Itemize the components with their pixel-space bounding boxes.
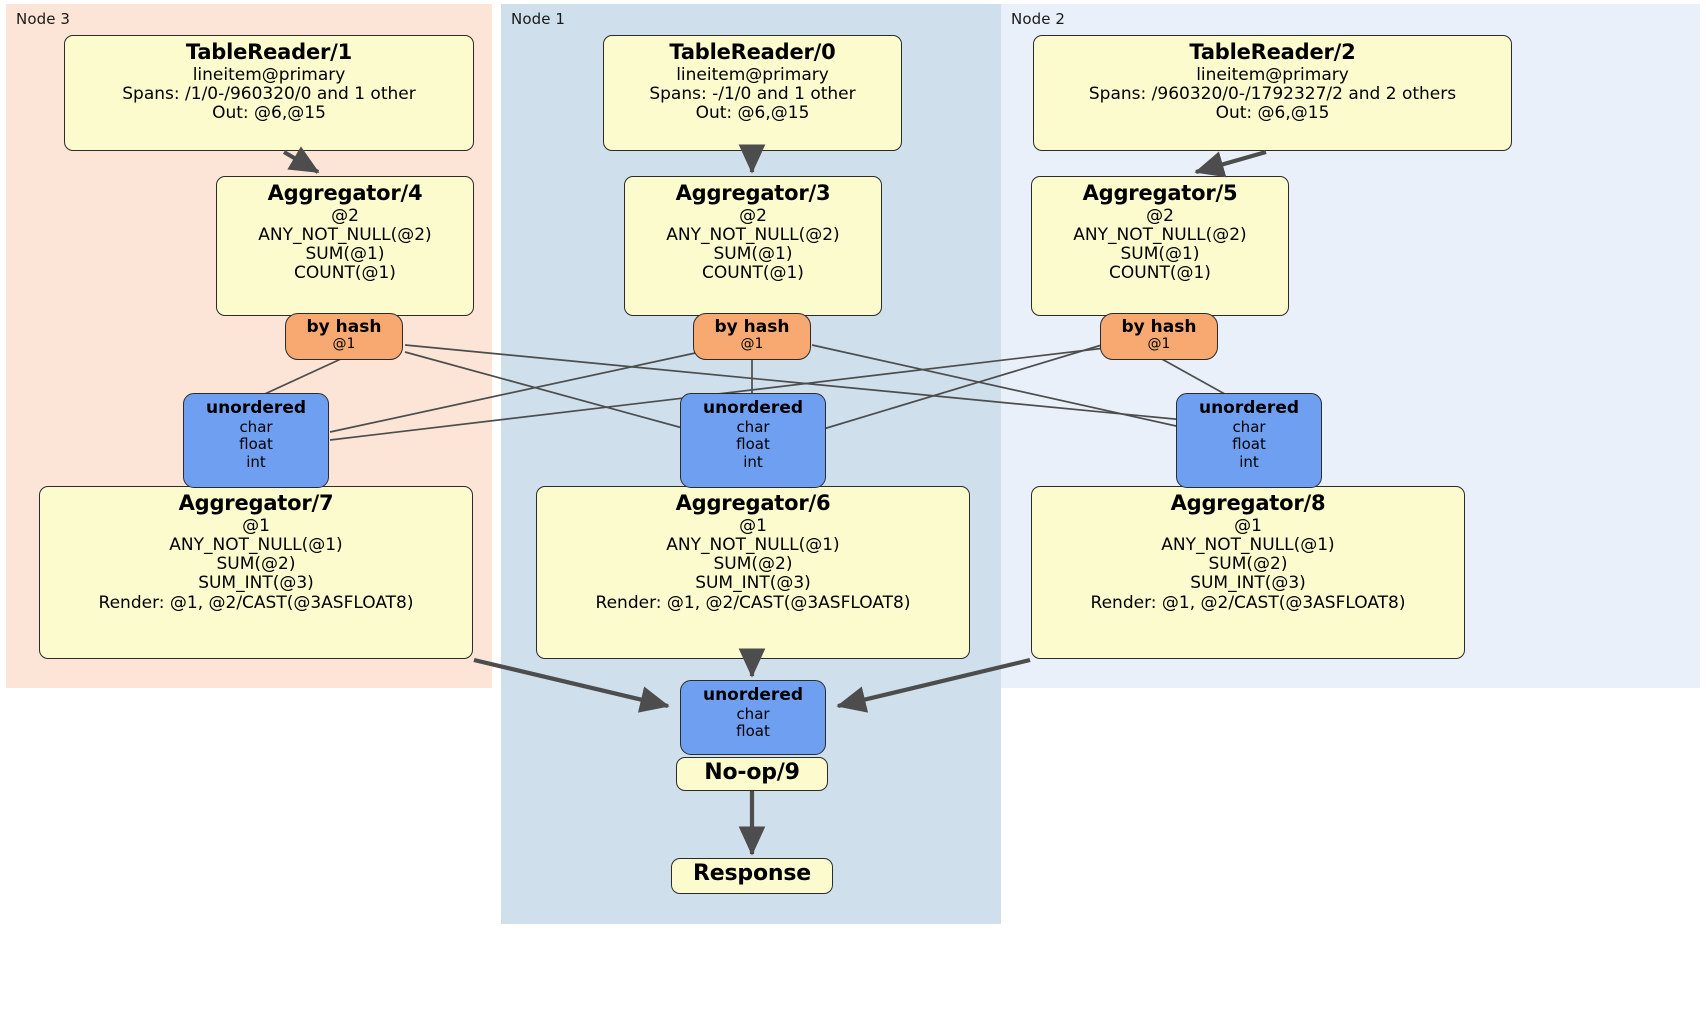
processor-line: Render: @1, @2/CAST(@3ASFLOAT8) [98,592,414,613]
processor-line: @1 [242,515,270,536]
synchronizer-title: unordered [702,685,804,705]
processor-line: COUNT(@1) [294,263,396,284]
processor-aggregator-7[interactable]: Aggregator/7 @1 ANY_NOT_NULL(@1) SUM(@2)… [39,486,473,659]
processor-line: SUM(@2) [216,554,296,575]
processor-line: @2 [1146,205,1174,226]
processor-line: ANY_NOT_NULL(@2) [1073,224,1247,245]
processor-tablereader-0[interactable]: TableReader/0 lineitem@primary Spans: -/… [603,35,902,151]
processor-line: SUM_INT(@3) [695,573,811,594]
processor-line: ANY_NOT_NULL(@1) [1161,534,1335,555]
processor-line: @2 [739,205,767,226]
processor-line: lineitem@primary [676,64,829,85]
processor-line: SUM(@1) [305,244,385,265]
synchronizer-line: int [246,452,266,471]
router-by-hash-aggregator5[interactable]: by hash @1 [1100,313,1218,360]
synchronizer-line: int [1239,452,1259,471]
processor-line: Render: @1, @2/CAST(@3ASFLOAT8) [595,592,911,613]
processor-title: Aggregator/5 [1082,181,1238,205]
synchronizer-line: float [239,435,273,454]
processor-response[interactable]: Response [671,858,833,894]
processor-line: ANY_NOT_NULL(@2) [258,224,432,245]
processor-line: @1 [1234,515,1262,536]
processor-line: ANY_NOT_NULL(@2) [666,224,840,245]
processor-tablereader-1[interactable]: TableReader/1 lineitem@primary Spans: /1… [64,35,474,151]
processor-line: COUNT(@1) [1109,263,1211,284]
synchronizer-title: unordered [205,398,307,418]
router-line: @1 [1147,335,1171,352]
processor-line: SUM(@1) [1120,244,1200,265]
processor-title: Aggregator/4 [267,181,423,205]
processor-line: COUNT(@1) [702,263,804,284]
processor-line: SUM(@1) [713,244,793,265]
processor-title: TableReader/1 [185,40,353,64]
synchronizer-title: unordered [702,398,804,418]
processor-title: Aggregator/6 [675,491,831,515]
synchronizer-unordered-aggregator8[interactable]: unordered char float int [1176,393,1322,488]
processor-title: Aggregator/7 [178,491,334,515]
router-line: @1 [740,335,764,352]
processor-tablereader-2[interactable]: TableReader/2 lineitem@primary Spans: /9… [1033,35,1512,151]
processor-line: lineitem@primary [192,64,346,85]
processor-title: Response [693,861,811,886]
router-title: by hash [714,317,790,337]
processor-line: ANY_NOT_NULL(@1) [666,534,840,555]
router-title: by hash [1121,317,1197,337]
processor-title: Aggregator/3 [675,181,831,205]
router-line: @1 [332,335,356,352]
processor-line: Spans: /1/0-/960320/0 and 1 other [122,83,416,104]
processor-line: SUM(@2) [713,554,793,575]
synchronizer-unordered-aggregator7[interactable]: unordered char float int [183,393,329,488]
synchronizer-line: int [743,452,763,471]
processor-line: lineitem@primary [1196,64,1349,85]
processor-aggregator-4[interactable]: Aggregator/4 @2 ANY_NOT_NULL(@2) SUM(@1)… [216,176,474,316]
processor-title: No-op/9 [704,760,800,785]
processor-line: @2 [331,205,359,226]
synchronizer-unordered-aggregator6[interactable]: unordered char float int [680,393,826,488]
processor-aggregator-5[interactable]: Aggregator/5 @2 ANY_NOT_NULL(@2) SUM(@1)… [1031,176,1289,316]
processor-line: Out: @6,@15 [695,103,810,124]
processor-line: @1 [739,515,767,536]
synchronizer-line: char [1232,418,1266,437]
synchronizer-line: float [1232,435,1266,454]
processor-aggregator-6[interactable]: Aggregator/6 @1 ANY_NOT_NULL(@1) SUM(@2)… [536,486,970,659]
synchronizer-line: char [736,705,770,724]
processor-title: TableReader/0 [669,40,836,64]
synchronizer-line: char [736,418,770,437]
processor-line: SUM(@2) [1208,554,1288,575]
synchronizer-unordered-noop9[interactable]: unordered char float [680,680,826,755]
router-title: by hash [306,317,382,337]
processor-line: SUM_INT(@3) [198,573,314,594]
processor-line: Spans: -/1/0 and 1 other [649,83,856,104]
processor-aggregator-3[interactable]: Aggregator/3 @2 ANY_NOT_NULL(@2) SUM(@1)… [624,176,882,316]
synchronizer-line: float [736,722,770,741]
node-panel-label-node2: Node 2 [1011,10,1066,28]
node-panel-label-node1: Node 1 [511,10,566,28]
synchronizer-line: char [239,418,273,437]
node-panel-label-node3: Node 3 [16,10,71,28]
synchronizer-title: unordered [1198,398,1300,418]
processor-title: TableReader/2 [1189,40,1356,64]
synchronizer-line: float [736,435,770,454]
processor-line: Render: @1, @2/CAST(@3ASFLOAT8) [1090,592,1406,613]
processor-line: ANY_NOT_NULL(@1) [169,534,343,555]
router-by-hash-aggregator4[interactable]: by hash @1 [285,313,403,360]
router-by-hash-aggregator3[interactable]: by hash @1 [693,313,811,360]
processor-line: Spans: /960320/0-/1792327/2 and 2 others [1088,83,1457,104]
processor-title: Aggregator/8 [1170,491,1326,515]
processor-aggregator-8[interactable]: Aggregator/8 @1 ANY_NOT_NULL(@1) SUM(@2)… [1031,486,1465,659]
processor-line: Out: @6,@15 [212,103,326,124]
processor-line: Out: @6,@15 [1215,103,1330,124]
processor-line: SUM_INT(@3) [1190,573,1306,594]
processor-noop-9[interactable]: No-op/9 [676,757,828,791]
